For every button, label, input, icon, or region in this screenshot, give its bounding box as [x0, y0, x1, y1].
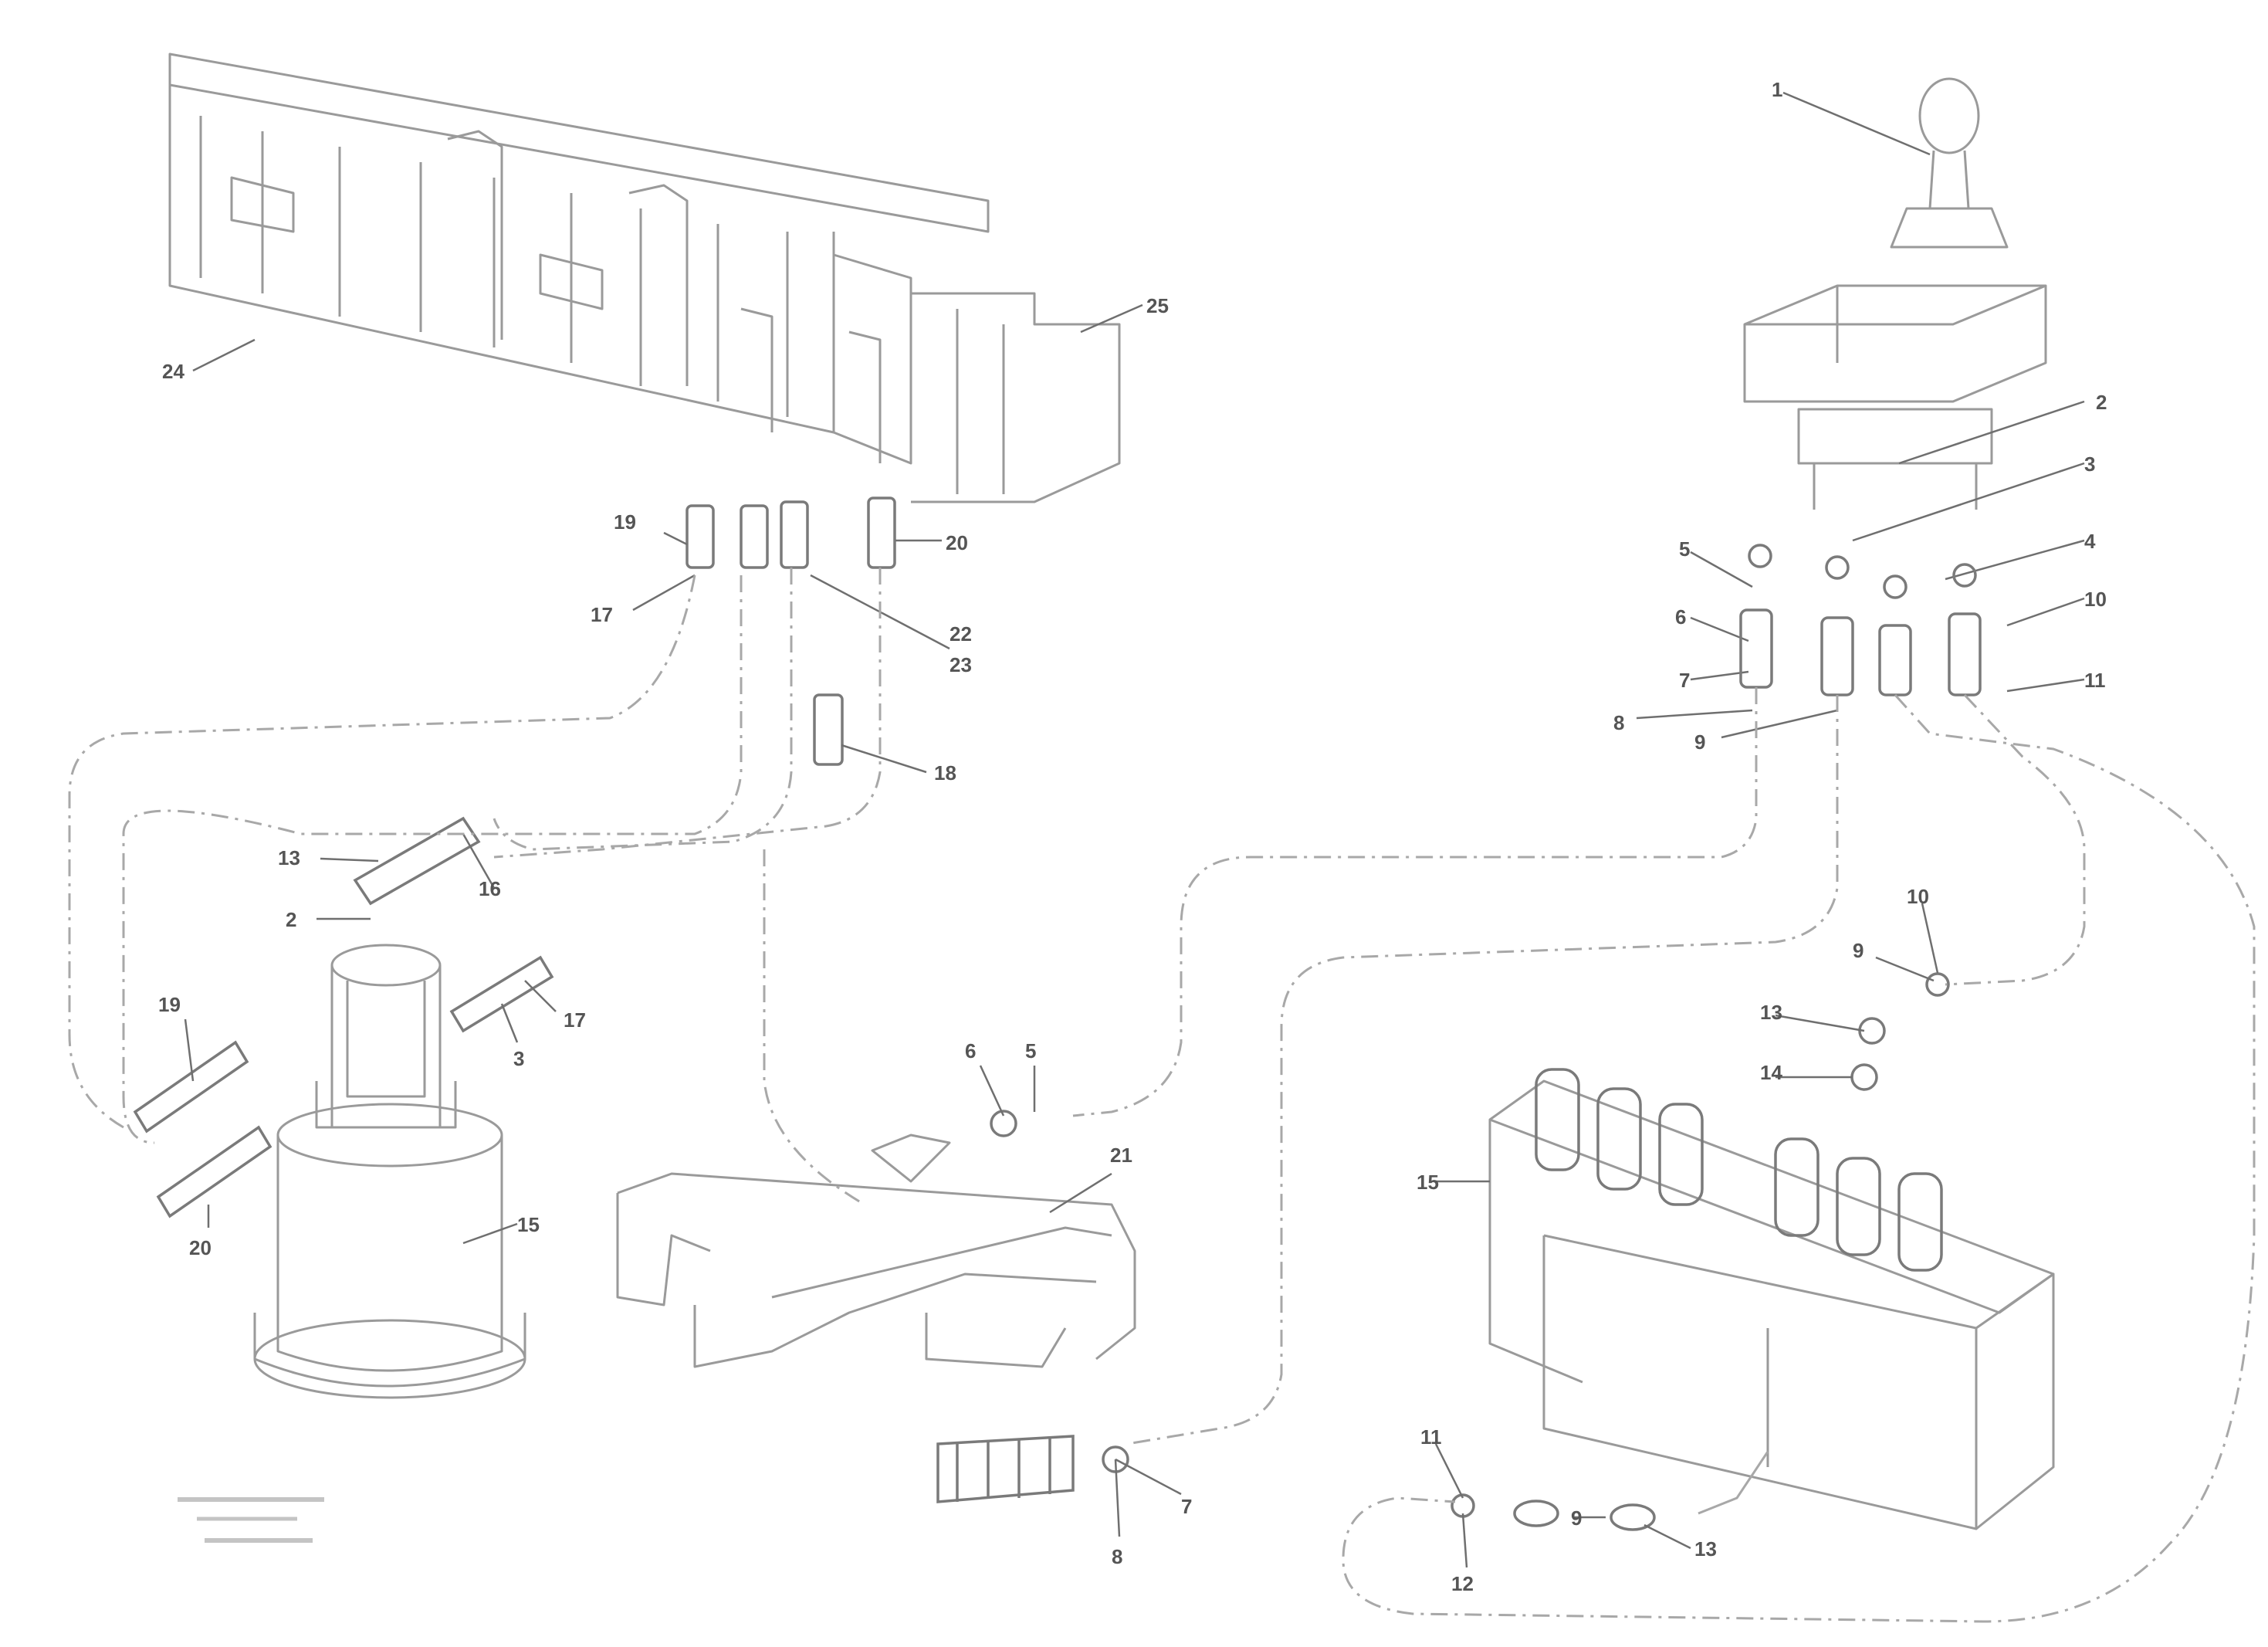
callout-8: 8 — [1613, 711, 1624, 734]
callout-14: 14 — [1760, 1061, 1782, 1084]
callout-8: 8 — [1112, 1545, 1122, 1568]
callout-12: 12 — [1451, 1572, 1474, 1595]
callout-11: 11 — [1420, 1425, 1442, 1449]
callout-2: 2 — [286, 908, 296, 931]
callout-17: 17 — [591, 603, 613, 626]
callout-7: 7 — [1181, 1495, 1192, 1518]
callout-9: 9 — [1694, 730, 1705, 754]
callout-25: 25 — [1146, 294, 1169, 317]
callout-23: 23 — [950, 653, 972, 676]
callout-5: 5 — [1025, 1039, 1036, 1062]
swivel-joint — [133, 816, 557, 1399]
callout-20: 20 — [189, 1236, 212, 1259]
callout-6: 6 — [1675, 605, 1686, 629]
drawing-reference — [178, 1497, 324, 1543]
callout-10: 10 — [1907, 885, 1929, 908]
callout-5: 5 — [1679, 537, 1690, 561]
callout-10: 10 — [2084, 588, 2107, 611]
callout-9: 9 — [1853, 939, 1863, 962]
callout-24: 24 — [162, 360, 184, 383]
control-valve-block — [168, 53, 1143, 503]
callout-16: 16 — [479, 877, 501, 900]
callout-1: 1 — [1772, 78, 1782, 101]
callout-19: 19 — [614, 510, 636, 534]
callout-13: 13 — [278, 846, 300, 869]
callout-2: 2 — [2096, 391, 2107, 414]
callout-15: 15 — [517, 1213, 540, 1236]
callout-21: 21 — [1110, 1144, 1132, 1167]
solenoid-valve-block — [1434, 903, 2055, 1568]
pilot-port-fittings — [1739, 544, 1982, 696]
pedal-bracket — [616, 1065, 1182, 1537]
callout-13: 13 — [1760, 1001, 1782, 1024]
callout-19: 19 — [158, 993, 181, 1016]
callout-18: 18 — [934, 761, 956, 785]
callout-17: 17 — [564, 1008, 586, 1032]
callout-7: 7 — [1679, 669, 1690, 692]
callout-15: 15 — [1417, 1171, 1439, 1194]
callout-4: 4 — [2084, 530, 2096, 553]
callout-11: 11 — [2084, 669, 2106, 692]
callout-3: 3 — [513, 1047, 524, 1070]
callout-13: 13 — [1694, 1537, 1717, 1561]
callout-9: 9 — [1571, 1506, 1582, 1530]
valve-port-fittings — [632, 496, 950, 774]
pilot-control-lever — [1636, 77, 2085, 739]
callout-20: 20 — [946, 531, 968, 554]
callout-6: 6 — [965, 1039, 976, 1062]
callout-22: 22 — [950, 622, 972, 646]
hydraulic-hoses — [68, 568, 2256, 1623]
callout-labels: 24 25 19 17 20 22 23 18 13 16 2 17 3 19 … — [158, 78, 2107, 1595]
callout-3: 3 — [2084, 452, 2095, 476]
